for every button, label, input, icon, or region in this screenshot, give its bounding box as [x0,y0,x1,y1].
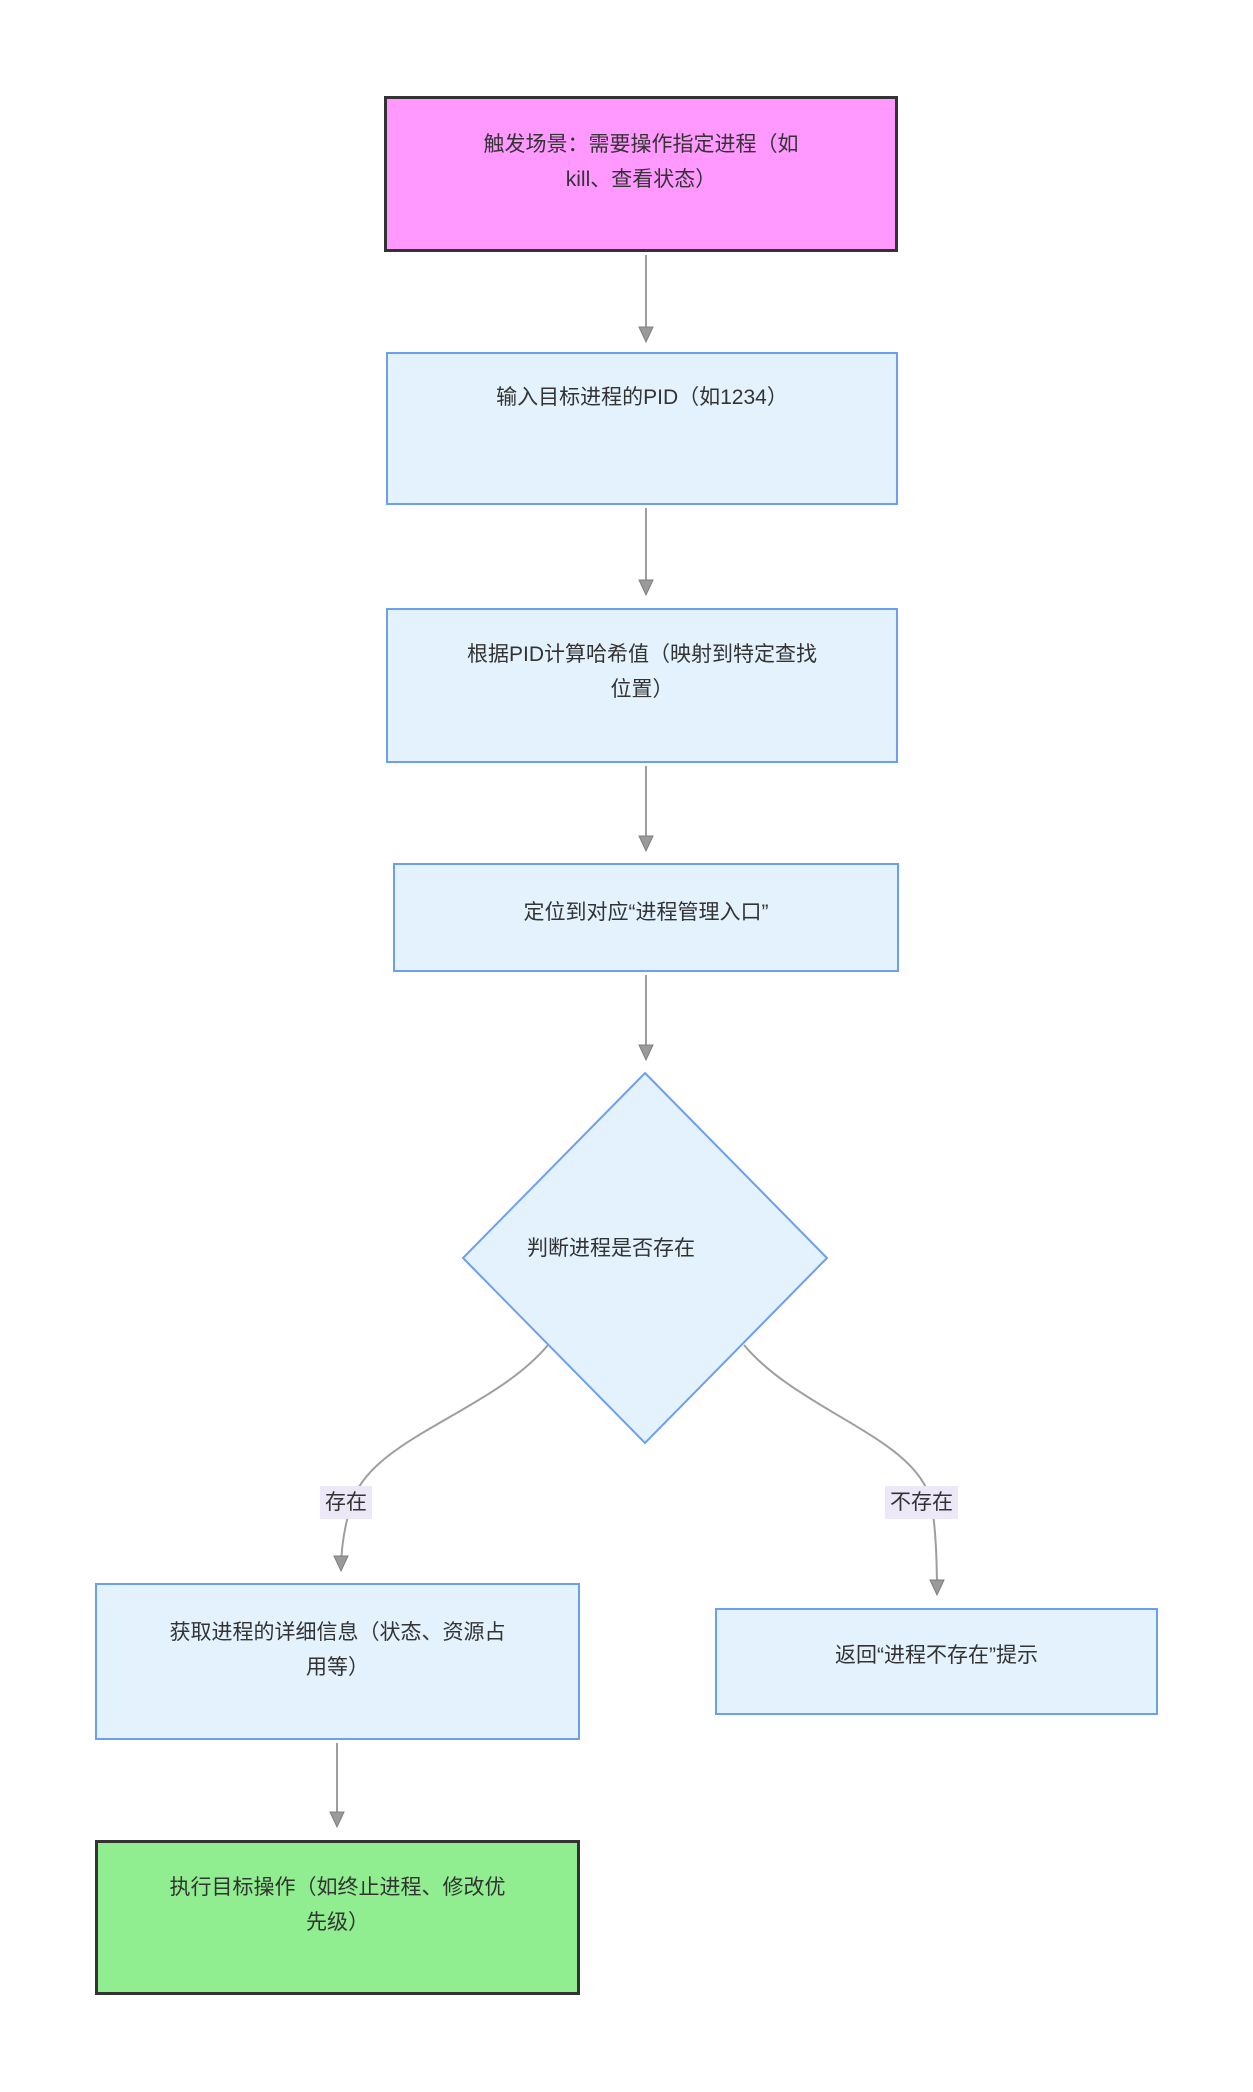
node-locate-entry-label: 定位到对应“进程管理入口” [523,900,769,924]
node-trigger-scenario: 触发场景：需要操作指定进程（如 kill、查看状态） [384,96,898,252]
node-decision-diamond-shape [461,1071,829,1445]
node-execute-action-label: 执行目标操作（如终止进程、修改优 先级） [169,1876,506,1934]
node-input-pid: 输入目标进程的PID（如1234） [386,352,898,505]
node-trigger-scenario-label: 触发场景：需要操作指定进程（如 kill、查看状态） [483,132,799,191]
node-compute-hash: 根据PID计算哈希值（映射到特定查找 位置） [386,608,898,763]
node-execute-action: 执行目标操作（如终止进程、修改优 先级） [95,1840,580,1995]
edge-decision-to-details [333,1344,549,1573]
node-get-details-label: 获取进程的详细信息（状态、资源占 用等） [169,1621,506,1679]
edge-label-not-exists: 不存在 [885,1486,958,1519]
node-locate-entry: 定位到对应“进程管理入口” [393,863,899,972]
edge-label-exists: 存在 [320,1486,372,1519]
node-get-details: 获取进程的详细信息（状态、资源占 用等） [95,1583,580,1740]
node-compute-hash-label: 根据PID计算哈希值（映射到特定查找 位置） [466,643,817,701]
node-not-found-message: 返回“进程不存在”提示 [715,1608,1158,1715]
edge-decision-to-notfound [743,1344,945,1597]
node-input-pid-label: 输入目标进程的PID（如1234） [496,386,788,409]
node-decision-label: 判断进程是否存在 [527,1237,695,1260]
node-not-found-message-label: 返回“进程不存在”提示 [835,1643,1038,1667]
